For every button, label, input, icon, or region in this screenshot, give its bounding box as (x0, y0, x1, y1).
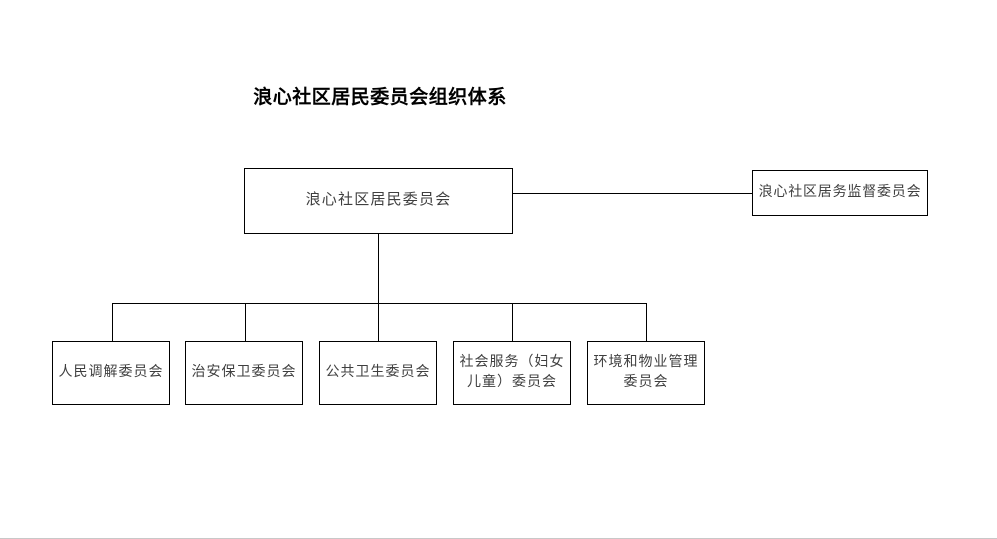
node-supervision-committee-label: 浪心社区居务监督委员会 (758, 184, 922, 200)
node-child-label-line-1: 环境和物业管理 (593, 354, 699, 370)
node-child-public-health-committee[interactable]: 公共卫生委员会 (319, 341, 437, 405)
connector-root-to-supervisor (513, 193, 752, 194)
connector-drop-child-5 (646, 303, 647, 341)
node-child-public-security-committee[interactable]: 治安保卫委员会 (185, 341, 303, 405)
node-child-label-line-1: 社会服务（妇女 (459, 354, 565, 370)
node-child-social-services-committee[interactable]: 社会服务（妇女 儿童）委员会 (453, 341, 571, 405)
node-child-label-line-1: 人民调解委员会 (58, 364, 164, 380)
page-title: 浪心社区居民委员会组织体系 (253, 87, 507, 108)
connector-drop-child-3 (378, 303, 379, 341)
node-child-label-line-2: 儿童）委员会 (467, 375, 557, 390)
connector-drop-child-2 (245, 303, 246, 341)
connector-drop-child-4 (512, 303, 513, 341)
connector-drop-child-1 (112, 303, 113, 341)
node-root-label: 浪心社区居民委员会 (305, 192, 452, 209)
node-child-label-line-1: 治安保卫委员会 (191, 364, 297, 380)
node-child-peoples-mediation-committee[interactable]: 人民调解委员会 (52, 341, 170, 405)
node-root-residents-committee[interactable]: 浪心社区居民委员会 (244, 168, 513, 234)
node-child-environment-property-management-committee[interactable]: 环境和物业管理 委员会 (587, 341, 705, 405)
node-child-label-line-1: 公共卫生委员会 (325, 364, 431, 380)
connector-horizontal-bus (112, 303, 647, 304)
connector-root-trunk (378, 234, 379, 303)
node-child-label-line-2: 委员会 (623, 375, 669, 390)
node-supervision-committee[interactable]: 浪心社区居务监督委员会 (752, 170, 928, 216)
